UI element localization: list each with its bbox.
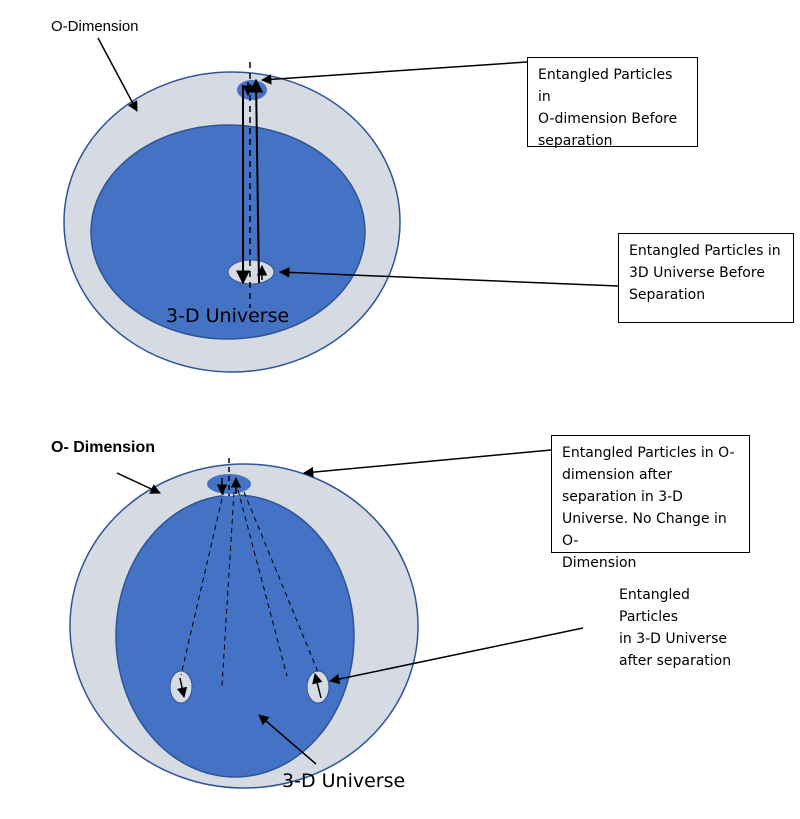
particle-pair-o-dimension: [235, 78, 269, 102]
callout-top-pointer-arrow: [260, 61, 528, 85]
callout-o-dimension-after: Entangled Particles in O- dimension afte…: [551, 435, 750, 571]
diagram-top: 3-D Universe: [63, 37, 619, 373]
particle-right-spin-arrow: [312, 672, 323, 699]
callout-top-pointer-arrow-2: [302, 449, 552, 478]
callout-bottom-pointer-arrow: [278, 267, 619, 287]
callout-side-pointer-arrow: [328, 627, 584, 685]
universe-3d-disk: [90, 124, 366, 340]
o-dimension-label-2: O- Dimension: [51, 439, 156, 456]
callout-3d-after: Entangled Particles in 3-D Universe afte…: [609, 578, 759, 669]
dashed-path-left: [180, 489, 225, 676]
diagram-bottom: [69, 449, 584, 789]
o-dimension-pointer-arrow-2: [116, 472, 161, 494]
o-dimension-label: O-Dimension: [51, 18, 139, 35]
universe-label-top: 3-D Universe: [166, 305, 289, 327]
particle-left-spin-arrow: [176, 677, 188, 699]
callout-3d-before: Entangled Particles in 3D Universe Befor…: [618, 233, 794, 323]
dashed-path-right: [243, 491, 319, 673]
universe-label-bottom: 3-D Universe: [282, 770, 406, 792]
o-dimension-pointer-arrow: [97, 37, 138, 112]
particle-left-3d: [169, 670, 193, 704]
particle-pair-3d: [227, 259, 275, 285]
particle-link-up-arrow: [249, 78, 264, 284]
universe-3d-disk-2: [115, 494, 355, 778]
universe-pointer-arrow-2: [258, 714, 317, 765]
callout-o-dimension-before: Entangled Particles in O-dimension Befor…: [527, 57, 698, 149]
